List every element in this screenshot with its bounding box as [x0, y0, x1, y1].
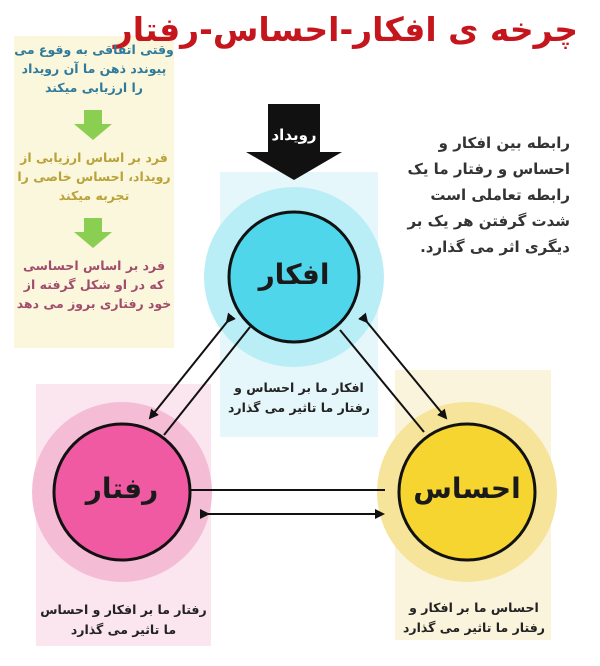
steps-panel [14, 36, 174, 348]
step-2-text: فرد بر اساس ارزیابی از رویداد، احساس خاص… [17, 150, 171, 203]
event-label: رویداد [271, 126, 317, 144]
thoughts-feeling-arrow [358, 312, 448, 420]
feeling-label: احساس [413, 472, 521, 505]
thoughts-feeling-arrow [339, 329, 425, 433]
feeling-caption: احساس ما بر افکار و رفتار ما تاثیر می گذ… [403, 600, 545, 635]
event-arrow-icon [246, 104, 342, 180]
thoughts-label: افکار [258, 258, 330, 291]
step-3-text: فرد بر اساس احساسی که در او شکل گرفته از… [16, 258, 172, 311]
relation-text: رابطه بین افکار و احساس و رفتار ما یک را… [407, 134, 570, 256]
feeling-node [397, 422, 537, 562]
behavior-label: رفتار [85, 472, 159, 505]
behavior-caption: رفتار ما بر افکار و احساس ما تاثیر می گذ… [40, 602, 207, 637]
page-title: چرخه ی افکار-احساس-رفتار [113, 10, 578, 49]
step-1-text: وقتی اتفاقی به وقوع می پیوندد ذهن ما آن … [14, 42, 174, 95]
thoughts-node [227, 210, 361, 344]
behavior-node [52, 422, 192, 562]
thoughts-behavior-arrow [148, 312, 236, 420]
thoughts-behavior-arrow [163, 326, 251, 436]
thoughts-caption: افکار ما بر احساس و رفتار ما تاثیر می گذ… [228, 380, 370, 415]
down-arrow-icon [74, 218, 112, 248]
down-arrow-icon [74, 110, 112, 140]
